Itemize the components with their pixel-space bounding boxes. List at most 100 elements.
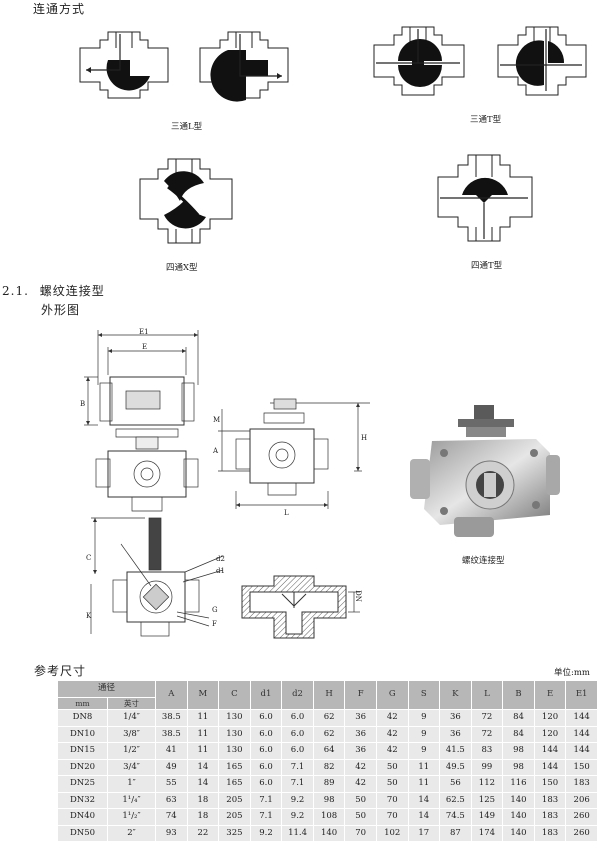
- table-cell: 6.0: [281, 725, 314, 743]
- table-cell: 150: [565, 758, 598, 776]
- table-cell: 102: [375, 824, 409, 842]
- caption-three-way-l: 三通L型: [171, 122, 203, 132]
- table-cell: 38.5: [155, 725, 188, 743]
- table-cell: 50: [344, 791, 377, 809]
- table-cell: 84: [502, 709, 535, 727]
- table-cell: 50: [344, 808, 377, 826]
- dim-label-e: E: [142, 343, 148, 351]
- header-col: E1: [565, 680, 598, 710]
- table-cell: 17: [407, 824, 441, 842]
- table-cell: 36: [439, 725, 472, 743]
- table-cell: 56: [439, 775, 472, 793]
- drawing-top-view: [90, 517, 224, 637]
- table-cell: 14: [407, 791, 441, 809]
- cell-inch: 1/4″: [106, 709, 157, 727]
- table-cell: 6.0: [249, 775, 283, 793]
- subheader-mm: mm: [57, 697, 108, 710]
- table-cell: 62.5: [439, 791, 472, 809]
- table-cell: 144: [533, 742, 567, 760]
- dim-label-k: K: [86, 612, 92, 620]
- table-cell: 63: [155, 791, 188, 809]
- section-title-connection: 连通方式: [33, 2, 86, 16]
- table-cell: 9.2: [281, 808, 314, 826]
- table-cell: 41: [155, 742, 188, 760]
- header-col: M: [186, 680, 220, 710]
- table-cell: 42: [375, 725, 409, 743]
- cell-inch: 1/2″: [106, 742, 157, 760]
- table-cell: 150: [533, 775, 567, 793]
- dim-label-h: H: [361, 434, 368, 442]
- cell-dn: DN10: [57, 725, 108, 743]
- table-cell: 140: [502, 808, 535, 826]
- table-cell: 14: [186, 758, 220, 776]
- section-title-thread: 2.1. 螺纹连接型: [2, 282, 105, 299]
- header-col: L: [470, 680, 504, 710]
- table-cell: 205: [218, 791, 251, 809]
- table-cell: 206: [565, 791, 598, 809]
- table-cell: 14: [186, 775, 220, 793]
- table-cell: 41.5: [439, 742, 472, 760]
- table-cell: 98: [502, 758, 535, 776]
- table-cell: 9: [407, 742, 441, 760]
- table-cell: 42: [375, 709, 409, 727]
- table-cell: 11: [407, 758, 441, 776]
- table-cell: 6.0: [249, 709, 283, 727]
- dim-label-d2: d2: [216, 555, 225, 563]
- header-col: A: [155, 680, 188, 710]
- cell-dn: DN50: [57, 824, 108, 842]
- table-cell: 9: [407, 725, 441, 743]
- drawing-cross-section: [241, 575, 360, 639]
- table-cell: 93: [155, 824, 188, 842]
- caption-three-way-t: 三通T型: [470, 115, 502, 125]
- table-cell: 55: [155, 775, 188, 793]
- diagram-four-way-x: [139, 158, 233, 244]
- table-cell: 36: [344, 742, 377, 760]
- table-cell: 36: [439, 709, 472, 727]
- table-cell: 116: [502, 775, 535, 793]
- table-cell: 87: [439, 824, 472, 842]
- table-cell: 49.5: [439, 758, 472, 776]
- header-col: d2: [281, 680, 314, 710]
- header-col: S: [407, 680, 441, 710]
- table-cell: 140: [312, 824, 346, 842]
- table-cell: 64: [312, 742, 346, 760]
- cell-dn: DN20: [57, 758, 108, 776]
- table-cell: 49: [155, 758, 188, 776]
- table-cell: 82: [312, 758, 346, 776]
- table-cell: 144: [565, 709, 598, 727]
- section-subtitle: 外形图: [41, 303, 81, 317]
- table-cell: 260: [565, 824, 598, 842]
- table-cell: 6.0: [249, 725, 283, 743]
- table-cell: 89: [312, 775, 346, 793]
- table-cell: 70: [375, 791, 409, 809]
- header-col: B: [502, 680, 535, 710]
- table-header-row: 通径 A M C d1 d2 H F G S K L B E E1: [56, 680, 598, 710]
- table-cell: 140: [502, 791, 535, 809]
- cell-dn: DN32: [57, 791, 108, 809]
- table-title: 参考尺寸: [34, 664, 87, 678]
- table-cell: 14: [407, 808, 441, 826]
- table-cell: 165: [218, 758, 251, 776]
- caption-four-way-t: 四通T型: [471, 261, 503, 271]
- table-cell: 62: [312, 725, 346, 743]
- table-cell: 140: [502, 824, 535, 842]
- table-unit: 单位:mm: [554, 668, 590, 678]
- table-cell: 125: [470, 791, 504, 809]
- table-cell: 6.0: [249, 758, 283, 776]
- table-cell: 11: [186, 742, 220, 760]
- header-col: E: [533, 680, 567, 710]
- table-subheader-row: mm 英寸: [57, 697, 598, 710]
- header-bore: 通径: [56, 680, 157, 698]
- table-cell: 11: [407, 775, 441, 793]
- header-col: F: [344, 680, 377, 710]
- table-cell: 70: [344, 824, 377, 842]
- table-cell: 74: [155, 808, 188, 826]
- table-cell: 50: [375, 775, 409, 793]
- table-cell: 98: [502, 742, 535, 760]
- table-cell: 183: [533, 791, 567, 809]
- cell-inch: 1″: [106, 775, 157, 793]
